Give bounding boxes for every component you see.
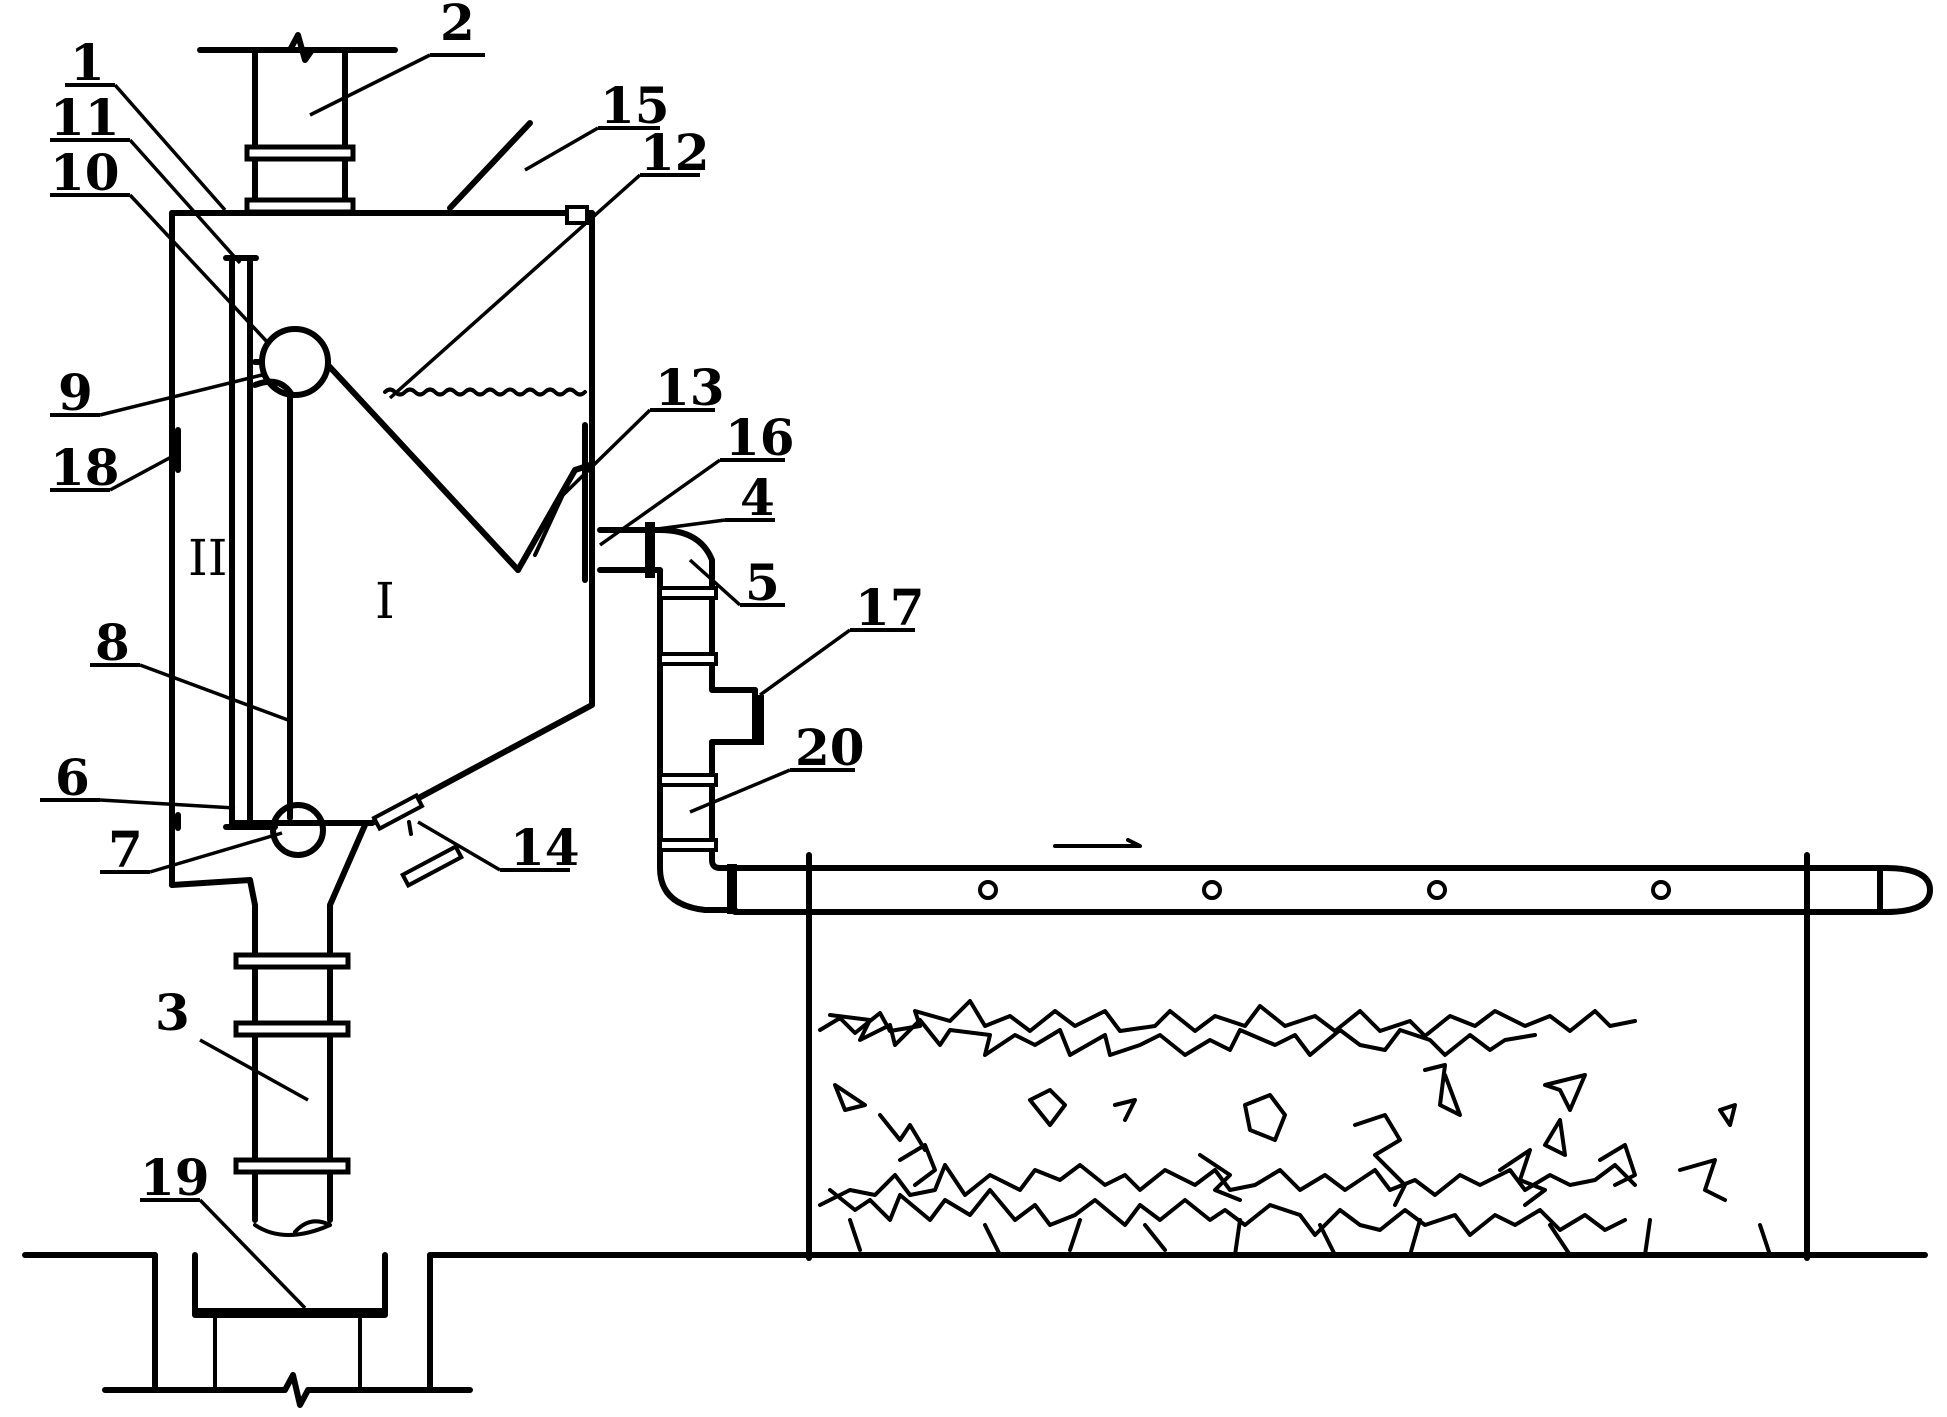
- label-18: 18: [50, 438, 120, 497]
- label-13: 13: [655, 358, 725, 417]
- label-10: 10: [50, 143, 120, 202]
- inclined-plate: [325, 362, 593, 573]
- tank-body: [169, 210, 595, 1237]
- label-4: 4: [740, 468, 775, 527]
- float-assembly: [252, 326, 331, 858]
- label-9: 9: [58, 363, 93, 422]
- zone-label-two: II: [188, 529, 228, 587]
- filler-material: [818, 999, 1772, 1257]
- label-15: 15: [600, 76, 670, 135]
- vent-handle: [447, 120, 589, 225]
- label-3: 3: [155, 983, 190, 1042]
- ground: [22, 1252, 1928, 1408]
- label-6: 6: [55, 748, 90, 807]
- label-12: 12: [640, 123, 710, 182]
- distribution-pipe: [732, 838, 1933, 915]
- leader-lines: [40, 53, 915, 1310]
- label-8: 8: [95, 613, 130, 672]
- planting-bed: [806, 852, 1810, 1261]
- inlet-pipe: [197, 32, 398, 215]
- label-14: 14: [510, 818, 580, 877]
- label-17: 17: [855, 578, 925, 637]
- label-11: 11: [50, 88, 120, 147]
- drain-valve: [371, 792, 465, 889]
- zone-label-one: I: [375, 572, 395, 630]
- side-markers: [175, 422, 588, 831]
- number-labels: 2 1 11 10 15 12 9 18 13 16 4 5 17 20 8 6…: [50, 0, 925, 1207]
- label-2: 2: [440, 0, 475, 52]
- label-5: 5: [745, 553, 780, 612]
- outlet-pipe: [597, 522, 764, 914]
- label-7: 7: [108, 820, 143, 879]
- label-16: 16: [725, 408, 795, 467]
- label-20: 20: [795, 718, 865, 777]
- label-19: 19: [140, 1148, 210, 1207]
- partition-wall: [223, 255, 278, 830]
- label-1: 1: [70, 33, 105, 92]
